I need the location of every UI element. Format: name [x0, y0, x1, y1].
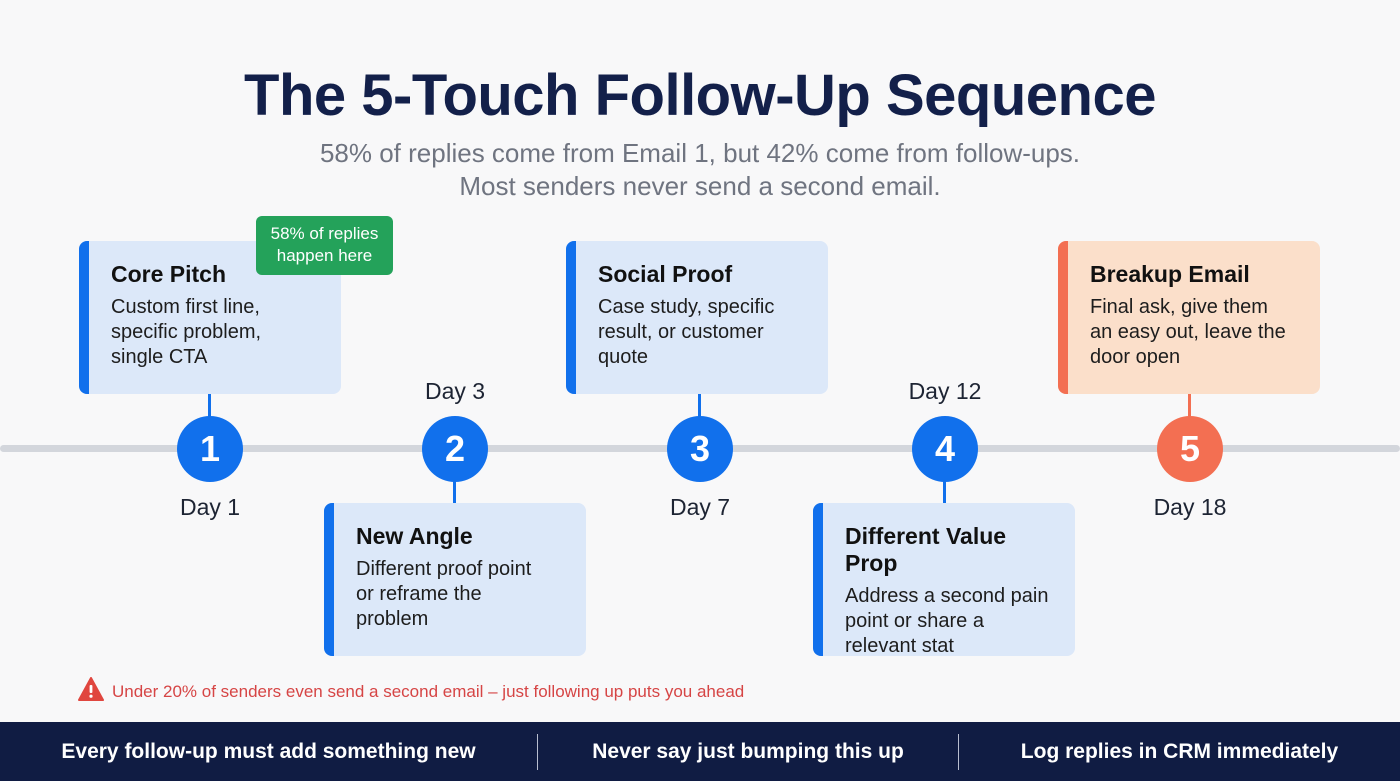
step-description-line: Final ask, give them [1090, 296, 1268, 318]
step-title: Different Value Prop [845, 523, 1007, 576]
card-accent-bar [1058, 241, 1068, 394]
footer-divider [958, 733, 959, 770]
step-connector-3 [698, 394, 701, 418]
subtitle-line-1: 58% of replies come from Email 1, but 42… [319, 138, 1081, 168]
step-node-5: 5 [1157, 416, 1223, 482]
step-description-line: Different proof point [356, 558, 532, 580]
subtitle-line-2: Most senders never send a second email. [459, 171, 941, 201]
step-description: Final ask, give them an easy out, leave … [1090, 295, 1300, 370]
step-day-2: Day 3 [424, 378, 486, 404]
step-description-line: result, or customer [598, 321, 764, 343]
step-description-line: door open [1090, 346, 1181, 368]
step-description-line: quote [598, 346, 649, 368]
step-connector-5 [1188, 394, 1191, 418]
step-title: New Angle [356, 523, 473, 549]
footer-tips-bar: Every follow-up must add something new N… [0, 722, 1400, 781]
step-description-line: or reframe the [356, 583, 482, 605]
replies-badge: 58% of replies happen here [256, 216, 393, 275]
step-description-line: Custom first line, [111, 296, 260, 318]
footer-tip-1: Every follow-up must add something new [61, 739, 476, 763]
step-description: Case study, specific result, or customer… [598, 295, 808, 370]
step-node-2: 2 [422, 416, 488, 482]
step-description-line: point or share a [845, 610, 984, 632]
step-card-2: New Angle Different proof point or refra… [324, 503, 586, 656]
badge-line: happen here [276, 246, 373, 265]
card-accent-bar [324, 503, 334, 656]
step-description-line: Case study, specific [598, 296, 775, 318]
step-card-4: Different Value Prop Address a second pa… [813, 503, 1075, 656]
step-title: Social Proof [598, 261, 733, 287]
step-day-5: Day 18 [1153, 494, 1227, 520]
footer-tip-2: Never say just bumping this up [592, 739, 904, 763]
badge-line: 58% of replies [270, 224, 379, 243]
card-accent-bar [79, 241, 89, 394]
card-accent-bar [566, 241, 576, 394]
card-accent-bar [813, 503, 823, 656]
step-day-1: Day 1 [179, 494, 241, 520]
step-description: Address a second pain point or share a r… [845, 584, 1055, 656]
step-connector-1 [208, 394, 211, 418]
step-description-line: Address a second pain [845, 585, 1049, 607]
step-description-line: specific problem, [111, 321, 262, 343]
step-title: Breakup Email [1090, 261, 1250, 287]
step-card-3: Social Proof Case study, specific result… [566, 241, 828, 394]
footer-tip-3: Log replies in CRM immediately [1020, 739, 1339, 763]
step-connector-2 [453, 480, 456, 504]
step-description-line: single CTA [111, 346, 208, 368]
warning-triangle-icon [78, 677, 104, 706]
step-description: Different proof point or reframe the pro… [356, 557, 566, 632]
step-day-4: Day 12 [908, 378, 982, 404]
step-node-3: 3 [667, 416, 733, 482]
page-subtitle: 58% of replies come from Email 1, but 42… [0, 137, 1400, 203]
step-title: Core Pitch [111, 261, 227, 287]
step-node-1: 1 [177, 416, 243, 482]
step-day-3: Day 7 [669, 494, 731, 520]
step-card-5: Breakup Email Final ask, give them an ea… [1058, 241, 1320, 394]
page-title: The 5-Touch Follow-Up Sequence [244, 63, 1156, 128]
step-description-line: problem [356, 608, 429, 630]
step-description-line: relevant stat [845, 635, 954, 656]
warning-text: Under 20% of senders even send a second … [112, 681, 745, 701]
step-connector-4 [943, 480, 946, 504]
step-description-line: an easy out, leave the [1090, 321, 1286, 343]
step-description: Custom first line, specific problem, sin… [111, 295, 321, 370]
step-node-4: 4 [912, 416, 978, 482]
footer-divider [537, 733, 538, 770]
warning-note: Under 20% of senders even send a second … [78, 677, 744, 706]
